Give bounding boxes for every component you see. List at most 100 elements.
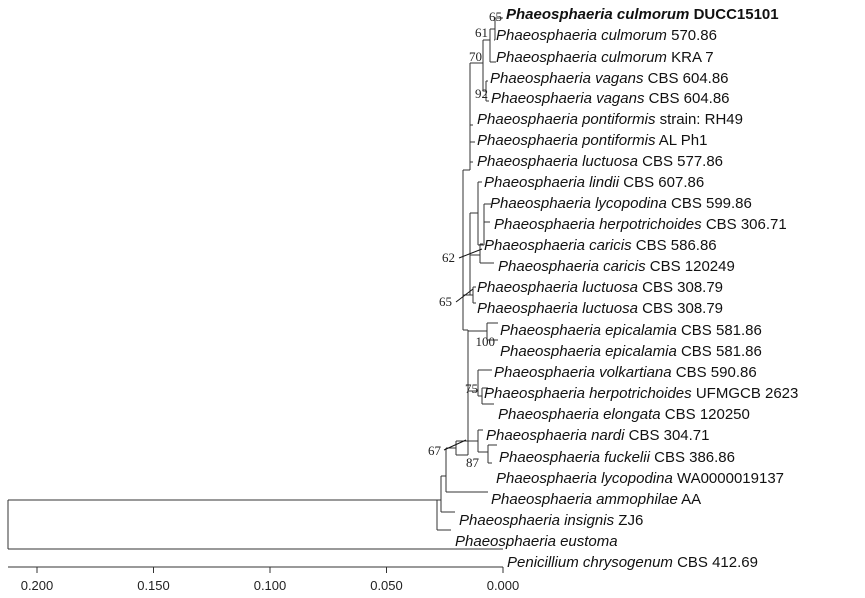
taxon-species-name: Phaeosphaeria lindii — [484, 174, 620, 191]
taxon-label: Phaeosphaeria epicalamia CBS 581.86 — [500, 343, 762, 360]
taxon-label: Phaeosphaeria lindii CBS 607.86 — [484, 174, 704, 191]
branch-node-100 — [468, 322, 498, 341]
branch-node-62 — [479, 203, 494, 264]
taxon-strain: CBS 386.86 — [650, 449, 735, 466]
taxon-label: Phaeosphaeria luctuosa CBS 577.86 — [477, 153, 723, 170]
taxon-label: Phaeosphaeria vagans CBS 604.86 — [491, 90, 730, 107]
taxon-strain: AA — [678, 491, 701, 508]
taxon-strain: 570.86 — [667, 27, 717, 44]
taxon-strain: CBS 581.86 — [677, 343, 762, 360]
taxon-label: Phaeosphaeria culmorum KRA 7 — [496, 49, 714, 66]
taxon-label: Phaeosphaeria pontiformis strain: RH49 — [477, 111, 743, 128]
branch-nardi-clade — [477, 429, 488, 453]
taxon-label: Phaeosphaeria elongata CBS 120250 — [498, 406, 750, 423]
taxon-label: Phaeosphaeria pontiformis AL Ph1 — [477, 132, 707, 149]
bootstrap-node-62: 62 — [442, 250, 455, 265]
taxon-species-name: Phaeosphaeria fuckelii — [499, 449, 651, 466]
taxon-species-name: Phaeosphaeria pontiformis — [477, 132, 656, 149]
branch-node-61 — [489, 28, 496, 63]
branch-node-67 — [455, 440, 478, 456]
branch-backbone-lower — [463, 329, 469, 455]
leader-node-62 — [458, 248, 483, 259]
branch-node-92 — [485, 80, 489, 102]
taxon-species-name: Phaeosphaeria herpotrichoides — [484, 385, 692, 402]
branch-pontiformis — [469, 124, 475, 170]
taxon-strain: CBS 412.69 — [673, 554, 758, 571]
bootstrap-node-65b: 65 — [439, 294, 452, 309]
branch-node-87 — [487, 444, 497, 464]
branch-volkartiana-clade — [468, 369, 492, 397]
leader-node-67 — [443, 439, 467, 451]
branch-lindii-clade — [477, 181, 484, 246]
taxon-label: Phaeosphaeria eustoma — [455, 533, 618, 550]
bootstrap-node-75: 75 — [465, 381, 478, 396]
bootstrap-node-87: 87 — [466, 455, 480, 470]
taxon-strain: CBS 581.86 — [677, 322, 762, 339]
taxon-label: Phaeosphaeria epicalamia CBS 581.86 — [500, 322, 762, 339]
taxon-species-name: Phaeosphaeria nardi — [486, 427, 625, 444]
taxon-species-name: Phaeosphaeria epicalamia — [500, 322, 677, 339]
taxon-species-name: Phaeosphaeria vagans — [490, 70, 644, 87]
taxon-strain: CBS 590.86 — [672, 364, 757, 381]
taxon-strain: WA0000019137 — [673, 470, 784, 487]
taxon-strain: CBS 120250 — [661, 406, 750, 423]
taxon-strain: CBS 599.86 — [667, 195, 752, 212]
taxon-species-name: Phaeosphaeria pontiformis — [477, 111, 656, 128]
taxon-strain: CBS 308.79 — [638, 279, 723, 296]
taxon-strain: UFMGCB 2623 — [692, 385, 799, 402]
taxon-species-name: Phaeosphaeria culmorum — [496, 49, 667, 66]
taxon-species-name: Phaeosphaeria culmorum — [496, 27, 667, 44]
taxon-species-name: Phaeosphaeria luctuosa — [477, 300, 638, 317]
scale-tick-label: 0.000 — [487, 578, 520, 593]
taxon-species-name: Penicillium chrysogenum — [507, 554, 673, 571]
taxon-strain: CBS 577.86 — [638, 153, 723, 170]
taxon-label: Phaeosphaeria vagans CBS 604.86 — [490, 70, 729, 87]
taxon-species-name: Phaeosphaeria insignis — [459, 512, 615, 529]
taxon-label: Phaeosphaeria luctuosa CBS 308.79 — [477, 279, 723, 296]
taxon-label: Phaeosphaeria luctuosa CBS 308.79 — [477, 300, 723, 317]
bootstrap-node-70: 70 — [469, 49, 482, 64]
branch-insignis-split — [440, 475, 455, 513]
taxon-label: Phaeosphaeria culmorum DUCC15101 — [506, 6, 779, 23]
branch-node-75 — [481, 387, 494, 405]
scale-tick-label: 0.050 — [370, 578, 403, 593]
branch-root — [7, 499, 503, 550]
taxon-species-name: Phaeosphaeria caricis — [498, 258, 646, 275]
taxon-strain: CBS 607.86 — [619, 174, 704, 191]
taxon-strain: CBS 604.86 — [644, 90, 729, 107]
taxon-species-name: Phaeosphaeria volkartiana — [494, 364, 672, 381]
taxon-strain: CBS 120249 — [646, 258, 735, 275]
taxon-strain: CBS 604.86 — [643, 70, 728, 87]
bootstrap-node-67: 67 — [428, 443, 442, 458]
taxon-label: Phaeosphaeria volkartiana CBS 590.86 — [494, 364, 757, 381]
taxon-species-name: Phaeosphaeria culmorum — [506, 6, 689, 23]
taxon-species-name: Phaeosphaeria elongata — [498, 406, 661, 423]
taxon-species-name: Phaeosphaeria luctuosa — [477, 279, 638, 296]
taxon-label: Phaeosphaeria lycopodina CBS 599.86 — [490, 195, 752, 212]
bootstrap-node-92: 92 — [475, 86, 488, 101]
taxon-strain: ZJ6 — [614, 512, 643, 529]
taxon-species-name: Phaeosphaeria vagans — [491, 90, 645, 107]
taxon-strain: strain: RH49 — [655, 111, 743, 128]
bootstrap-leaders — [443, 248, 483, 451]
scale-tick-label: 0.100 — [254, 578, 287, 593]
taxon-strain: CBS 308.79 — [638, 300, 723, 317]
taxon-label: Phaeosphaeria herpotrichoides CBS 306.71 — [494, 216, 787, 233]
leader-node-65b — [455, 288, 474, 303]
taxon-label: Phaeosphaeria insignis ZJ6 — [459, 512, 643, 529]
branch-ingroup — [436, 499, 451, 531]
taxon-strain: CBS 306.71 — [702, 216, 787, 233]
bootstrap-node-100: 100 — [476, 334, 496, 349]
taxon-species-name: Phaeosphaeria epicalamia — [500, 343, 677, 360]
taxon-species-name: Phaeosphaeria caricis — [484, 237, 632, 254]
taxon-species-name: Phaeosphaeria ammophilae — [491, 491, 678, 508]
taxon-label: Phaeosphaeria nardi CBS 304.71 — [486, 427, 710, 444]
branch-node-65b — [463, 286, 476, 304]
taxon-strain: CBS 304.71 — [624, 427, 709, 444]
taxon-strain: AL Ph1 — [655, 132, 707, 149]
taxon-strain: CBS 586.86 — [632, 237, 717, 254]
taxon-label: Phaeosphaeria culmorum 570.86 — [496, 27, 717, 44]
